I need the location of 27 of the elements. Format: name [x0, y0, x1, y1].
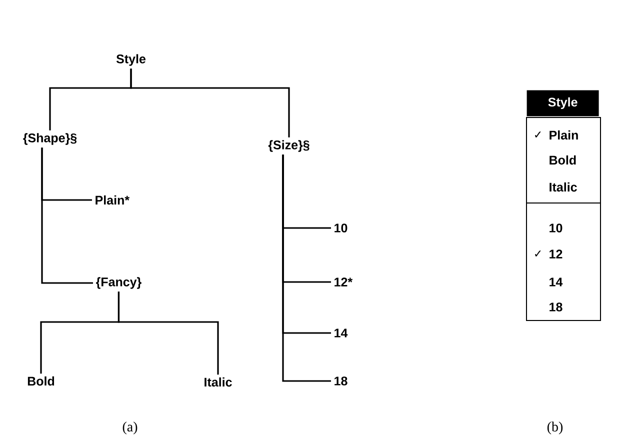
tree-connector	[118, 292, 219, 375]
check-mark: ✓	[535, 132, 541, 138]
tree-node-label: Plain*	[96, 195, 130, 205]
tree-connector	[130, 68, 290, 138]
menu-item: 10	[550, 224, 562, 232]
menu-item: Bold	[550, 155, 576, 165]
tree-node-label: 12*	[334, 278, 353, 286]
tree-node-label: Style	[116, 54, 146, 66]
tree-connector	[282, 154, 331, 382]
menu-item: 18	[550, 302, 562, 312]
tree-node-label: 14	[334, 328, 348, 338]
menu-item: Italic	[550, 182, 577, 192]
tree-node-label: 10	[334, 224, 348, 232]
tree-connector	[41, 148, 93, 284]
tree-node-label: Italic	[204, 377, 232, 387]
tree-node-label: {Size}§	[268, 140, 310, 152]
panel-caption: (b)	[547, 422, 563, 434]
check-mark: ✓	[535, 250, 541, 256]
menu-item: 14	[550, 278, 563, 286]
tree-node-label: {Shape}§	[23, 133, 77, 145]
tree-node-label: Bold	[28, 376, 54, 386]
menu-item: Plain	[550, 130, 578, 140]
tree-node-label: {Fancy}	[96, 277, 142, 289]
menu-item: 12	[550, 250, 562, 258]
tree-node-label: 18	[334, 376, 348, 386]
node-label: Style	[548, 97, 578, 110]
panel-caption: (a)	[122, 422, 138, 434]
